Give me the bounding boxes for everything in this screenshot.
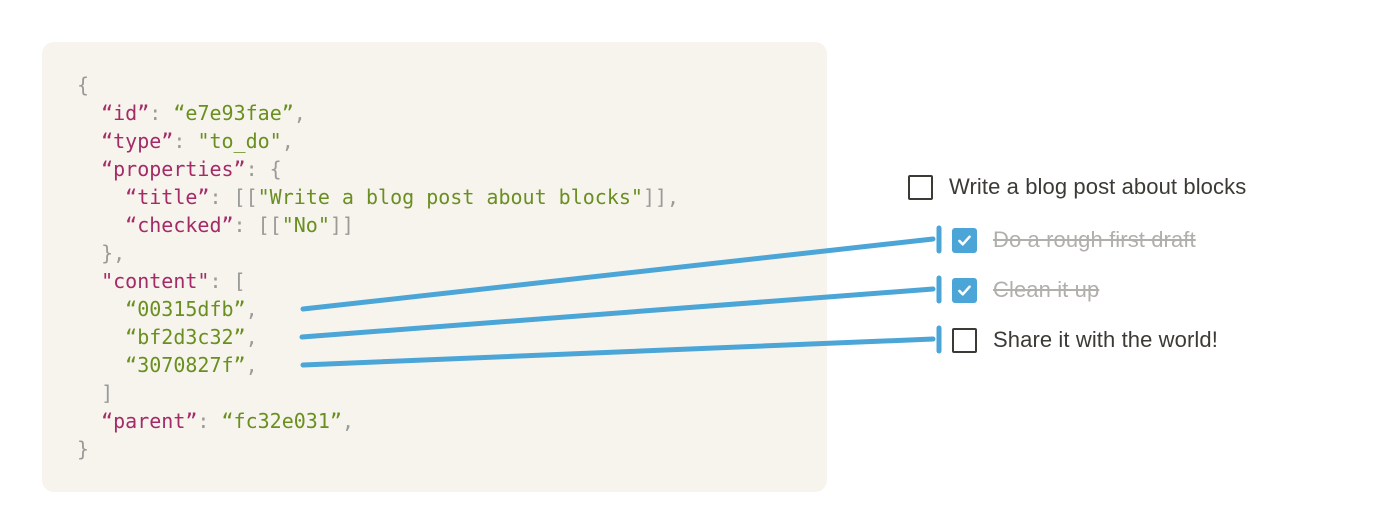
code-line: { [77,71,827,99]
checkbox-checked-icon[interactable] [952,277,977,303]
code-punctuation [77,185,125,209]
code-punctuation [77,325,125,349]
code-punctuation: : { [245,157,282,181]
checkbox-unchecked-icon[interactable] [908,174,933,200]
code-line: “parent”: “fc32e031”, [77,407,827,435]
code-punctuation: ] [77,381,114,405]
code-punctuation: : [173,129,198,153]
code-key: “parent” [101,409,198,433]
code-punctuation [77,213,125,237]
code-punctuation: , [281,129,294,153]
todo-label: Clean it up [993,277,1100,302]
code-punctuation: ]], [642,185,680,209]
code-line: “bf2d3c32”, [77,323,827,351]
code-key: “id” [101,101,150,125]
code-punctuation: , [245,297,258,321]
code-punctuation: }, [77,241,126,265]
code-punctuation [77,353,125,377]
code-punctuation: { [77,73,90,97]
code-text: { “id”: “e7e93fae”, “type”: "to_do", “pr… [42,42,827,463]
code-punctuation [77,129,101,153]
code-punctuation [77,101,101,125]
todo-label: Share it with the world! [993,327,1218,352]
code-punctuation: ]] [329,213,354,237]
todo-item: Do a rough first draft [952,227,1196,253]
code-punctuation [77,269,101,293]
code-punctuation [77,157,101,181]
todo-label: Write a blog post about blocks [949,174,1247,199]
code-key: “title” [125,185,210,209]
code-string: "to_do" [197,129,282,153]
code-string: “3070827f” [125,353,246,377]
code-punctuation [77,297,125,321]
code-punctuation: : [[ [233,213,282,237]
code-punctuation: : [ [209,269,246,293]
code-block: { “id”: “e7e93fae”, “type”: "to_do", “pr… [42,42,827,492]
code-string: “bf2d3c32” [125,325,246,349]
code-string: "No" [281,213,330,237]
code-line: “00315dfb”, [77,295,827,323]
code-line: "content": [ [77,267,827,295]
todo-item: Write a blog post about blocks [908,174,1246,200]
code-line: “3070827f”, [77,351,827,379]
code-punctuation: , [245,325,258,349]
code-line: } [77,435,827,463]
code-string: “00315dfb” [125,297,246,321]
code-key: "content" [101,269,210,293]
code-string: "Write a blog post about blocks" [257,185,643,209]
code-punctuation: , [293,101,306,125]
code-string: “e7e93fae” [173,101,294,125]
code-punctuation: : [[ [209,185,258,209]
checkbox-unchecked-icon[interactable] [952,327,977,353]
code-key: “checked” [125,213,234,237]
code-key: “properties” [101,157,246,181]
code-punctuation: } [77,437,90,461]
checkmark-icon [958,234,971,246]
code-punctuation: , [341,409,354,433]
todo-item: Clean it up [952,277,1099,303]
code-line: ] [77,379,827,407]
code-line: “properties”: { [77,155,827,183]
code-string: “fc32e031” [221,409,342,433]
code-line: “checked”: [["No"]] [77,211,827,239]
code-line: “type”: "to_do", [77,127,827,155]
todo-list: Write a blog post about blocks Do a rough… [908,174,1368,394]
todo-label: Do a rough first draft [993,227,1196,252]
code-punctuation [77,409,101,433]
todo-item: Share it with the world! [952,327,1218,353]
code-punctuation: : [149,101,174,125]
code-punctuation: : [197,409,222,433]
code-punctuation: , [245,353,258,377]
checkmark-icon [958,284,971,296]
checkbox-checked-icon[interactable] [952,227,977,253]
code-line: }, [77,239,827,267]
code-line: “id”: “e7e93fae”, [77,99,827,127]
code-key: “type” [101,129,174,153]
code-line: “title”: [["Write a blog post about bloc… [77,183,827,211]
